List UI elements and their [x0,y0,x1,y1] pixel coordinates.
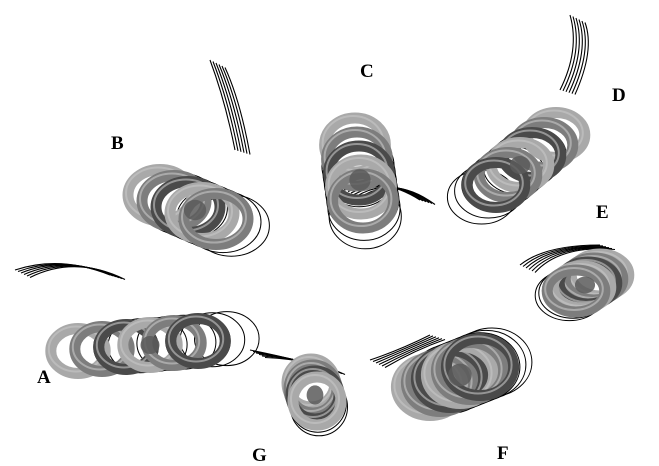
helix-d [447,15,588,224]
helix-label-g: G [252,446,267,465]
backbone-trace [30,267,125,280]
helix-label-a: A [37,368,51,387]
helix-label-e: E [596,203,609,222]
helix-label-c: C [360,62,374,81]
helix-c [322,116,435,249]
helix-core [140,336,159,354]
helix-b [126,60,269,256]
helix-label-b: B [111,134,124,153]
helix-core [448,364,472,387]
helix-f [370,328,532,416]
helix-e [520,245,629,321]
helix-core [575,277,595,294]
helix-core [510,156,530,174]
helix-a [15,264,259,374]
helix-g [250,350,348,436]
helix-core [307,385,324,404]
helix-label-d: D [612,86,626,105]
helix-core [184,200,206,220]
helix-label-f: F [497,444,509,463]
helix-core [349,169,370,191]
